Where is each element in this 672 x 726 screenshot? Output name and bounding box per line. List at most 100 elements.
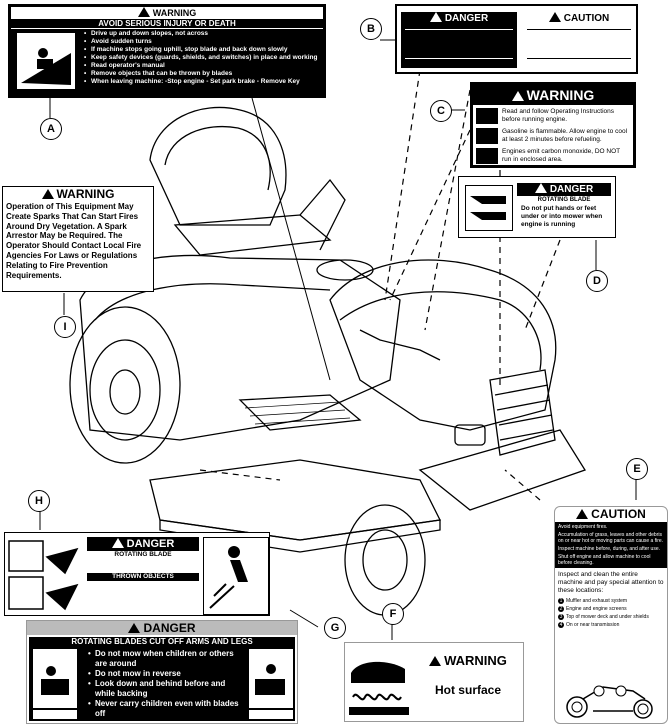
decal-h-sub1: ROTATING BLADE (114, 551, 172, 558)
seat-base (173, 214, 332, 256)
decal-g-item: Do not mow when children or others are a… (88, 649, 245, 669)
decal-a-item: When leaving machine: -Stop engine - Set… (84, 78, 331, 86)
slope-rider-icon (17, 33, 75, 89)
headlight (454, 424, 486, 446)
steering-column (299, 178, 346, 251)
callout-a: A (40, 118, 62, 140)
danger-triangle-icon (429, 12, 442, 22)
callout-c: C (430, 100, 452, 122)
caution-triangle-icon (548, 12, 561, 22)
hot-surface-icon (349, 649, 409, 715)
decal-e-title: CAUTION (591, 507, 646, 521)
callout-d: D (586, 270, 608, 292)
location-number: 2 (558, 606, 564, 612)
location-text: Top of mower deck and under shields (566, 614, 649, 620)
decal-a-item: Remove objects that can be thrown by bla… (84, 70, 331, 78)
callout-h: H (28, 490, 50, 512)
decal-a-list: Drive up and down slopes, not across Avo… (83, 30, 331, 86)
decal-c-item: Read and follow Operating Instructions b… (502, 108, 615, 123)
decal-b-fine-print (405, 29, 513, 59)
decal-g-danger: DANGER ROTATING BLADES CUT OFF ARMS AND … (26, 620, 298, 724)
blade-hand-icon (7, 537, 81, 613)
decal-h-title: DANGER (126, 538, 175, 550)
fire-icon (476, 128, 498, 144)
decal-g-subtitle: ROTATING BLADES CUT OFF ARMS AND LEGS (71, 637, 253, 646)
callout-i: I (54, 316, 76, 338)
danger-triangle-icon (128, 623, 141, 633)
reverse-mowing-icon (249, 649, 293, 719)
decal-a-item: Keep safety devices (guards, shields, an… (84, 54, 331, 62)
decal-e-line: Accumulation of grass, leaves and other … (558, 532, 664, 544)
decal-i-title: WARNING (56, 187, 115, 201)
decal-f-warning: WARNING Hot surface (344, 642, 524, 722)
exhaust-icon (476, 148, 498, 164)
decal-e-inspect: Inspect and clean the entire machine and… (558, 571, 664, 594)
warning-triangle-icon (41, 189, 54, 199)
decal-c-title: WARNING (526, 87, 595, 103)
location-number: 3 (558, 614, 564, 620)
decal-e-line: Inspect machine before, during, and afte… (558, 546, 661, 552)
warning-triangle-icon (429, 656, 442, 666)
grille (489, 369, 556, 456)
mower-deck (149, 459, 441, 541)
decal-h-fine-print-2 (87, 581, 199, 603)
hand-blade-icon (465, 185, 513, 231)
decal-b-caution-fine-print (527, 29, 631, 59)
decal-a-item: If machine stops going uphill, stop blad… (84, 46, 331, 54)
decal-d-subtitle: ROTATING BLADE (537, 197, 591, 203)
decal-c-item: Engines emit carbon monoxide, DO NOT run… (502, 148, 621, 163)
decal-a-item: Drive up and down slopes, not across (84, 30, 331, 38)
child-mower-icon (33, 649, 77, 719)
location-text: Muffler and exhaust system (566, 598, 628, 604)
caution-triangle-icon (576, 509, 589, 519)
decal-a-subtitle: AVOID SERIOUS INJURY OR DEATH (11, 19, 323, 29)
decal-i-text: Operation of This Equipment May Create S… (6, 202, 142, 280)
danger-triangle-icon (111, 538, 124, 548)
decal-e-line: Avoid equipment fires. (558, 524, 608, 530)
decal-i-warning: WARNING Operation of This Equipment May … (2, 186, 154, 292)
location-number: 4 (558, 622, 564, 628)
decal-d-danger: DANGER ROTATING BLADE Do not put hands o… (458, 176, 616, 238)
location-text: On or near transmission (566, 622, 620, 628)
steering-wheel (316, 259, 374, 281)
front-bumper (418, 429, 586, 511)
decal-g-item: Look down and behind before and while ba… (88, 679, 245, 699)
hood (329, 259, 557, 431)
decal-b-danger-title: DANGER (444, 13, 489, 24)
decal-h-danger: DANGER ROTATING BLADE THROWN OBJECTS (4, 532, 270, 616)
decal-d-text: Do not put hands or feet under or into m… (521, 205, 603, 228)
decal-g-list: Do not mow when children or others are a… (87, 649, 245, 719)
decal-e-line: Shut off engine and allow machine to coo… (558, 554, 651, 566)
callout-e: E (626, 458, 648, 480)
decal-h-sub2: THROWN OBJECTS (87, 573, 199, 581)
manual-icon (476, 108, 498, 124)
decal-a-warning: WARNING AVOID SERIOUS INJURY OR DEATH Dr… (8, 4, 326, 98)
decal-d-title: DANGER (549, 184, 594, 195)
decal-c-item: Gasoline is flammable. Allow engine to c… (502, 128, 628, 143)
decal-a-item: Read operator's manual (84, 62, 331, 70)
decal-a-item: Avoid sudden turns (84, 38, 331, 46)
callout-f: F (382, 603, 404, 625)
decal-g-item: Do not mow in reverse (88, 669, 245, 679)
decal-g-item: Never carry children even with blades of… (88, 699, 245, 719)
danger-triangle-icon (534, 183, 547, 193)
callout-b: B (360, 18, 382, 40)
rear-wheel (69, 306, 181, 464)
location-number: 1 (558, 598, 564, 604)
callout-g: G (324, 617, 346, 639)
decal-g-title: DANGER (143, 621, 196, 635)
thrown-object-icon (203, 537, 269, 615)
warning-triangle-icon (137, 7, 150, 17)
mower-locations-diagram (566, 685, 653, 719)
decal-b-caution-title: CAUTION (563, 13, 610, 24)
location-text: Engine and engine screens (566, 606, 627, 612)
seat-back (149, 106, 287, 226)
decal-a-title: WARNING (152, 8, 197, 18)
decal-f-text: Hot surface (434, 683, 502, 697)
decal-h-fine-print (87, 559, 199, 573)
decal-e-caution: CAUTION Avoid equipment fires. Accumulat… (554, 506, 668, 724)
decal-b-danger-caution: DANGER CAUTION (395, 4, 638, 74)
decal-f-title: WARNING (444, 653, 507, 668)
decal-c-warning: WARNING Read and follow Operating Instru… (470, 82, 636, 168)
